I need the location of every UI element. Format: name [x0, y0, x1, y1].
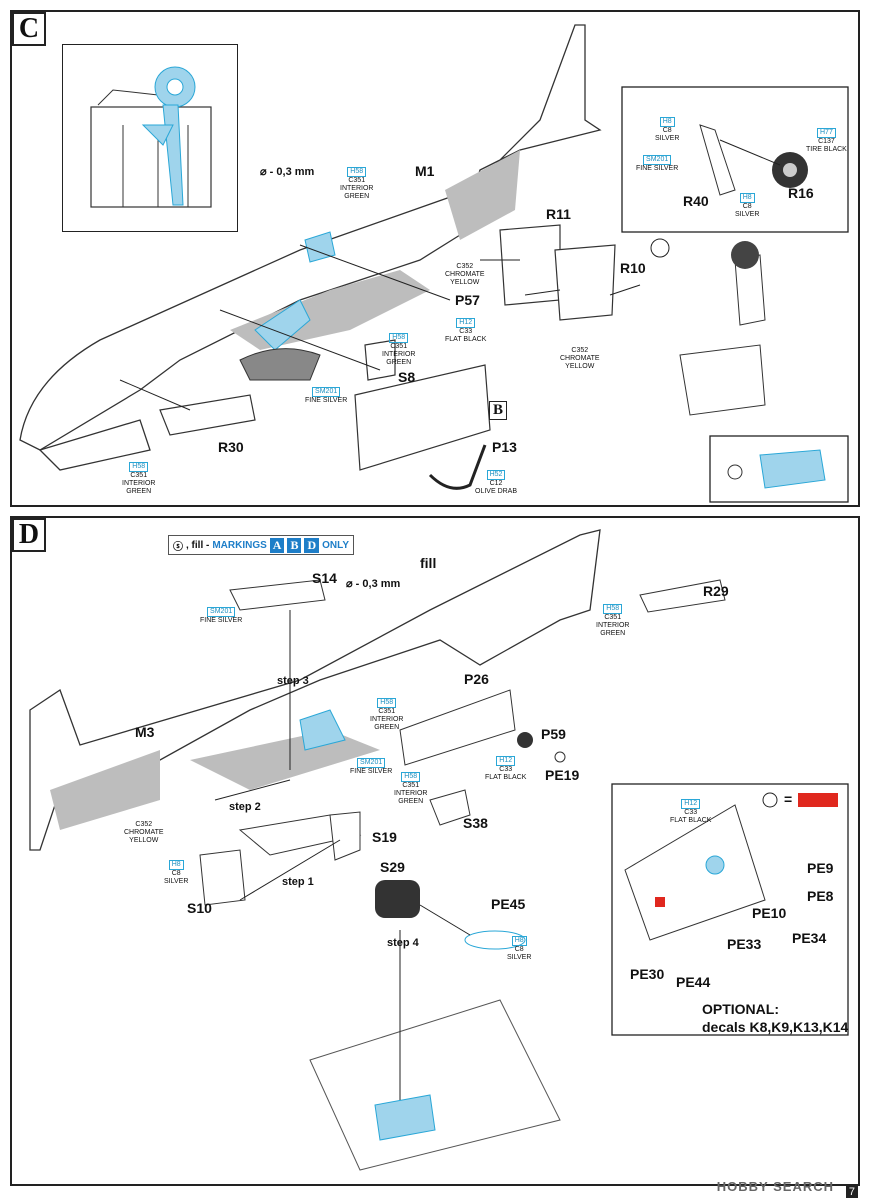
part-p26: P26 — [464, 671, 489, 687]
watermark: HOBBY SEARCH — [716, 1179, 834, 1194]
part-r29: R29 — [703, 583, 729, 599]
part-m3: M3 — [135, 724, 155, 740]
part-pe19: PE19 — [545, 767, 580, 783]
inset-wheel-detail — [621, 86, 849, 233]
step-4-label: step 4 — [387, 937, 419, 949]
step-c-label: C — [12, 12, 46, 46]
part-s8: S8 — [398, 369, 416, 385]
drill-note-d: ⌀ - 0,3 mm — [346, 578, 401, 590]
part-pe30: PE30 — [630, 966, 665, 982]
part-r30: R30 — [218, 439, 244, 455]
m3-floor-grey — [190, 730, 380, 790]
panel-step-c — [10, 10, 860, 507]
part-s29: S29 — [380, 859, 405, 875]
part-pe34: PE34 — [792, 930, 827, 946]
gear-bay-drawing — [90, 66, 212, 208]
part-s14: S14 — [312, 570, 337, 586]
part-pe8: PE8 — [807, 888, 834, 904]
part-s19: S19 — [372, 829, 397, 845]
inset-gear-bay-detail — [62, 44, 238, 232]
part-s38: S38 — [463, 815, 488, 831]
wheel-well-grey — [445, 150, 520, 240]
part-r16: R16 — [788, 185, 814, 201]
step-2-label: step 2 — [229, 801, 261, 813]
part-p57: P57 — [455, 292, 480, 308]
legend-equals: = — [784, 791, 793, 807]
part-r10: R10 — [620, 260, 646, 276]
fill-note: fill — [420, 555, 437, 571]
step-1-label: step 1 — [282, 876, 314, 888]
step-d-label: D — [12, 518, 46, 552]
s29-part — [375, 880, 420, 918]
part-pe9: PE9 — [807, 860, 834, 876]
part-r40: R40 — [683, 193, 709, 209]
drill-note-c: ⌀ - 0,3 mm — [260, 166, 315, 178]
part-r11: R11 — [546, 206, 571, 222]
part-pe10: PE10 — [752, 905, 787, 921]
part-pe45: PE45 — [491, 896, 526, 912]
m3-wheel-well-grey — [50, 750, 160, 830]
rotate-icon — [650, 238, 670, 258]
panel-step-d — [10, 516, 860, 1186]
part-m1: M1 — [415, 163, 435, 179]
step-3-label: step 3 — [277, 675, 309, 687]
part-s10: S10 — [187, 900, 212, 916]
part-p59: P59 — [541, 726, 566, 742]
part-pe44: PE44 — [676, 974, 711, 990]
red-swatch — [798, 793, 838, 807]
drill-icon: ⓢ — [173, 541, 183, 553]
part-pe33: PE33 — [727, 936, 762, 952]
ref-box-b: B — [489, 401, 507, 420]
part-p13: P13 — [492, 439, 517, 455]
page-number: 7 — [845, 1186, 858, 1198]
fuselage-half-m1 — [19, 24, 602, 471]
optional-decals-note: OPTIONAL: decals K8,K9,K13,K14 — [702, 1001, 849, 1035]
markings-note: ⓢ , fill - MARKINGS A B D ONLY — [168, 535, 355, 555]
